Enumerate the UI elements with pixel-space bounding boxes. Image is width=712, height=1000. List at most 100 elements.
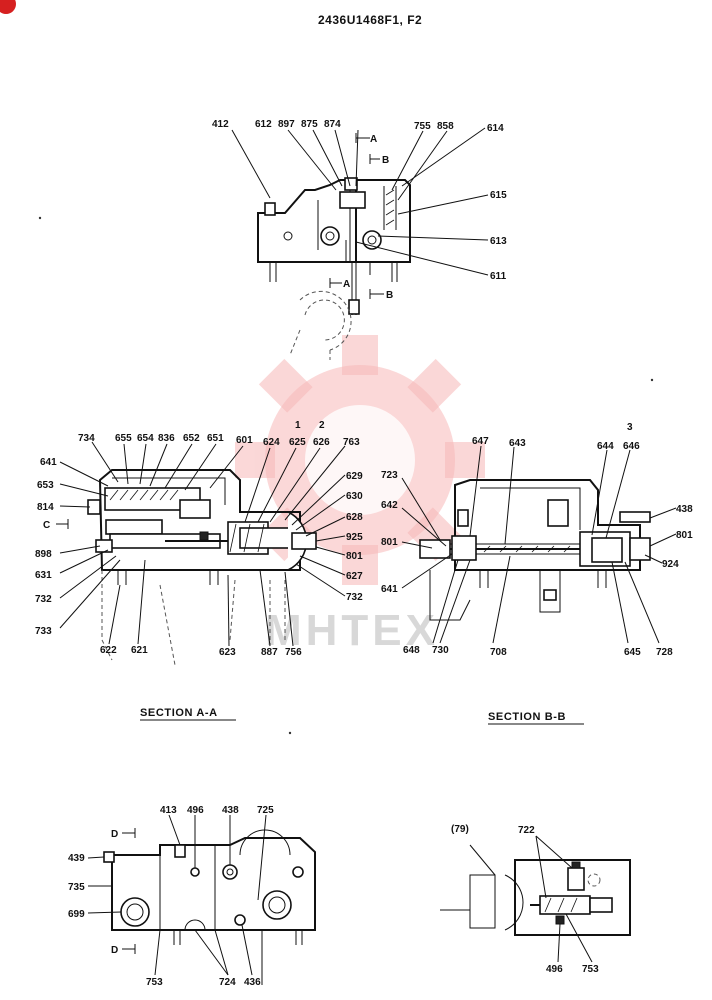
callout-label: 725 <box>257 805 274 816</box>
callout-label: 723 <box>381 470 398 481</box>
callout-label: 732 <box>346 592 363 603</box>
bottom-right-view-drawing <box>440 835 631 963</box>
marker-b-bottom: B <box>386 290 393 301</box>
callout-label: 875 <box>301 119 318 130</box>
callout-label: 722 <box>518 825 535 836</box>
marker-b-top: B <box>382 155 389 166</box>
callout-label: 436 <box>244 977 261 988</box>
callout-label: 724 <box>219 977 236 988</box>
marker-d-bottom: D <box>111 945 118 956</box>
callout-label: 623 <box>219 647 236 658</box>
callout-label: 624 <box>263 437 280 448</box>
callout-label: 438 <box>222 805 239 816</box>
scan-dot <box>288 731 292 735</box>
callout-label: 1 <box>295 420 301 431</box>
callout-label: 643 <box>509 438 526 449</box>
callout-label: 629 <box>346 471 363 482</box>
callout-label: 648 <box>403 645 420 656</box>
callout-label: 642 <box>381 500 398 511</box>
callout-label: 734 <box>78 433 95 444</box>
callout-label: 836 <box>158 433 175 444</box>
top-view-drawing: A B A B <box>231 127 489 360</box>
bottom-left-view-drawing: D D <box>87 814 316 985</box>
callout-label: 627 <box>346 571 363 582</box>
callout-label: 628 <box>346 512 363 523</box>
callout-label: 611 <box>490 271 507 282</box>
callout-label: 413 <box>160 805 177 816</box>
top-view-callouts: 412 612 897 875 874 755 858 614 615 613 … <box>212 119 507 282</box>
callout-label: 644 <box>597 441 614 452</box>
callout-label: 622 <box>100 645 117 656</box>
callout-label: 655 <box>115 433 132 444</box>
callout-label: 601 <box>236 435 253 446</box>
callout-label: 814 <box>37 502 54 513</box>
callout-label: 646 <box>623 441 640 452</box>
callout-label: 651 <box>207 433 224 444</box>
callout-label: 898 <box>35 549 52 560</box>
marker-a-top: A <box>370 134 377 145</box>
callout-label: 641 <box>381 584 398 595</box>
scan-dot <box>38 216 42 220</box>
callout-label: 897 <box>278 119 295 130</box>
callout-label: 631 <box>35 570 52 581</box>
scan-dot <box>650 378 654 382</box>
marker-c: C <box>43 520 50 531</box>
callout-label: 615 <box>490 190 507 201</box>
callout-label: 801 <box>346 551 363 562</box>
corner-badge-icon <box>0 0 16 14</box>
callout-label: 728 <box>656 647 673 658</box>
callout-label: 2 <box>319 420 325 431</box>
callout-label: 439 <box>68 853 85 864</box>
watermark-text: MHTEX <box>265 606 439 655</box>
bottom-left-callouts: 413 496 438 725 439 735 699 753 724 436 <box>68 805 274 988</box>
section-aa-title: SECTION A-A <box>140 707 218 719</box>
callout-label: 753 <box>146 977 163 988</box>
callout-label: 653 <box>37 480 54 491</box>
callout-label: 612 <box>255 119 272 130</box>
callout-label: 735 <box>68 882 85 893</box>
section-bb-callouts: 647 643 3 644 646 723 642 801 641 648 73… <box>381 422 693 658</box>
callout-label: 753 <box>582 964 599 975</box>
section-aa-drawing: C <box>43 441 346 666</box>
callout-label: 652 <box>183 433 200 444</box>
drawing-title: 2436U1468F1, F2 <box>318 13 422 27</box>
callout-label: 699 <box>68 909 85 920</box>
callout-label: 613 <box>490 236 507 247</box>
callout-label: 647 <box>472 436 489 447</box>
section-aa-callouts: 734 655 654 836 652 651 601 624 1 625 2 … <box>35 420 363 658</box>
callout-label: 801 <box>676 530 693 541</box>
callout-label: 924 <box>662 559 679 570</box>
callout-label: 858 <box>437 121 454 132</box>
marker-d-top: D <box>111 829 118 840</box>
callout-label: 641 <box>40 457 57 468</box>
marker-a-bottom: A <box>343 279 350 290</box>
callout-label: 925 <box>346 532 363 543</box>
callout-label: 755 <box>414 121 431 132</box>
callout-label: 763 <box>343 437 360 448</box>
callout-label: 630 <box>346 491 363 502</box>
callout-label: 438 <box>676 504 693 515</box>
callout-label: 496 <box>546 964 563 975</box>
callout-label: 733 <box>35 626 52 637</box>
callout-label: 645 <box>624 647 641 658</box>
callout-label: 708 <box>490 647 507 658</box>
callout-label: 801 <box>381 537 398 548</box>
callout-label: 412 <box>212 119 229 130</box>
section-bb-drawing <box>401 445 677 644</box>
callout-label: 730 <box>432 645 449 656</box>
callout-label: 625 <box>289 437 306 448</box>
callout-label: 614 <box>487 123 504 134</box>
section-bb-title: SECTION B-B <box>488 711 566 723</box>
callout-label: 756 <box>285 647 302 658</box>
bottom-right-callouts: (79) 722 496 753 <box>451 824 599 975</box>
callout-label: 874 <box>324 119 341 130</box>
callout-label: (79) <box>451 824 469 835</box>
callout-label: 654 <box>137 433 154 444</box>
callout-label: 496 <box>187 805 204 816</box>
callout-label: 3 <box>627 422 633 433</box>
callout-label: 621 <box>131 645 148 656</box>
callout-label: 887 <box>261 647 278 658</box>
callout-label: 626 <box>313 437 330 448</box>
